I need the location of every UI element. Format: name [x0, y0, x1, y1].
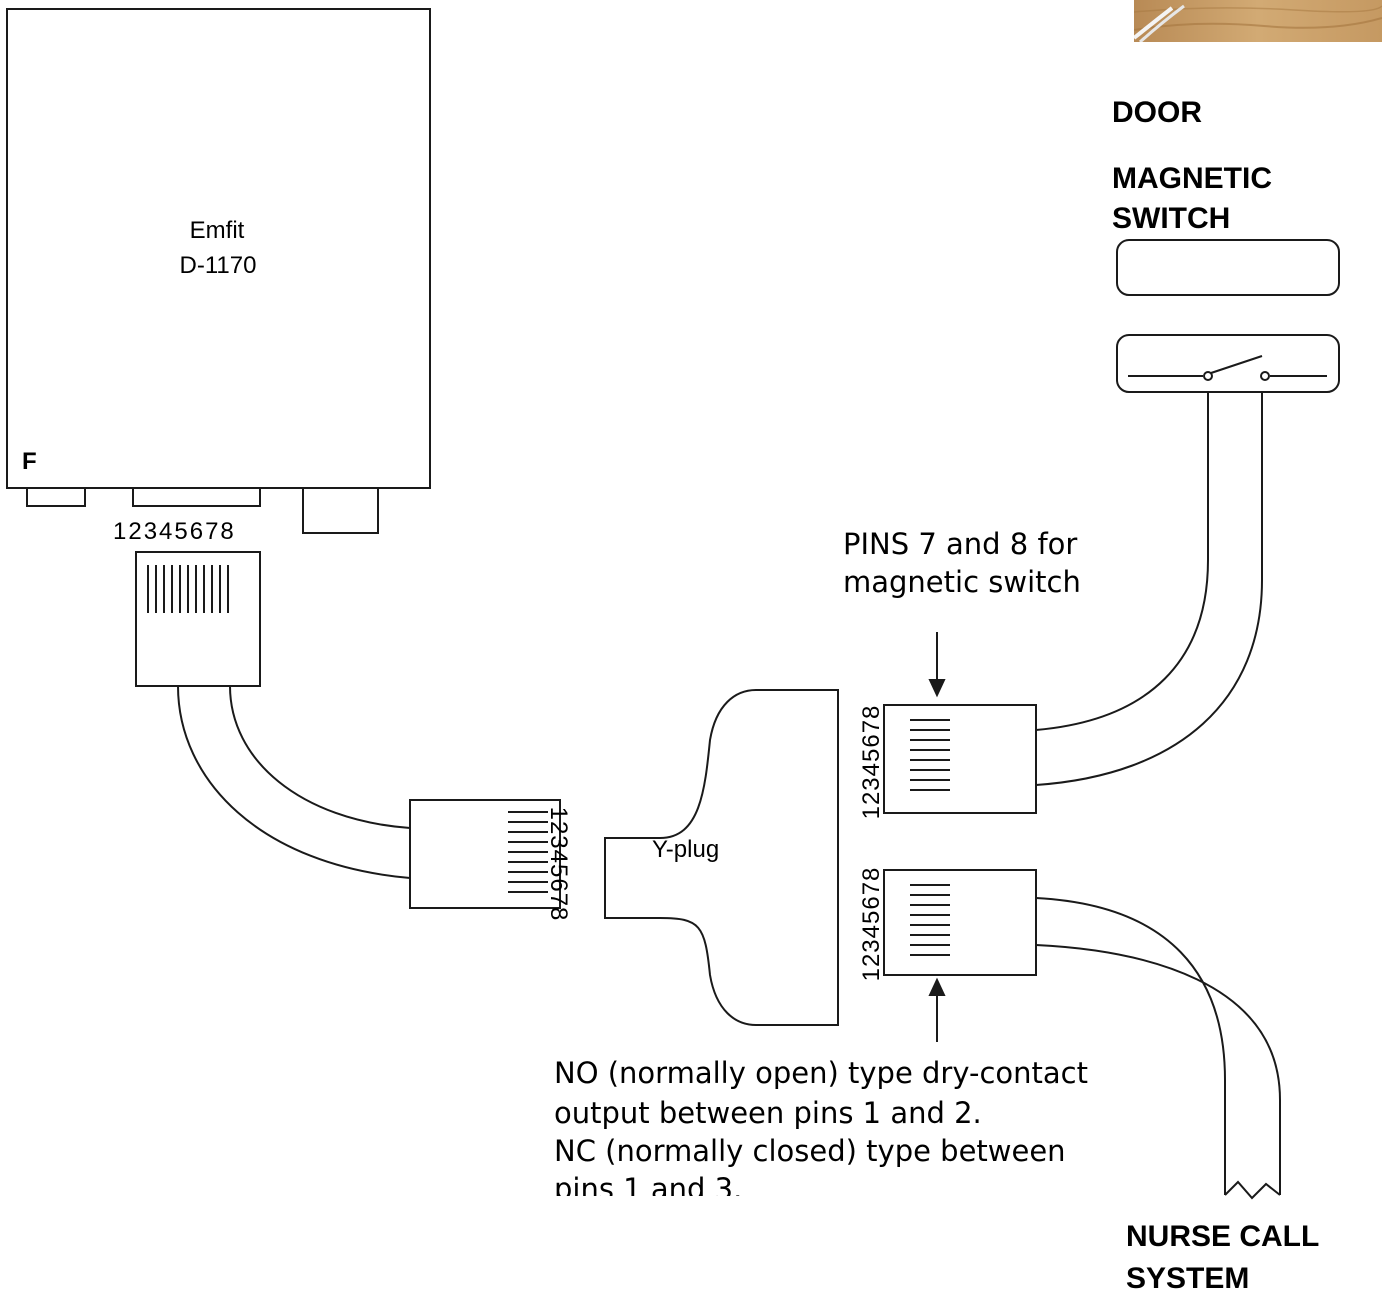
device-port-right [302, 488, 379, 534]
door-label: DOOR [1112, 96, 1202, 129]
contact-note-line1: NO (normally open) type dry-contact [554, 1056, 1088, 1090]
device-port-left [26, 488, 86, 507]
system-label: SYSTEM [1126, 1262, 1250, 1295]
contact-note-line3: NC (normally closed) type between [554, 1134, 1066, 1168]
contact-note-line4: pins 1 and 3. [554, 1172, 743, 1196]
magnetic-note-line2: magnetic switch [843, 565, 1081, 599]
rj45-plug-device [135, 551, 261, 687]
arrow-up-icon [928, 977, 946, 1042]
emfit-device-outline [6, 8, 431, 489]
yplug-body [604, 689, 839, 1026]
cable-upper-to-switch [1035, 392, 1263, 786]
yplug-upper-pin-numbers: 12345678 [858, 704, 885, 820]
yplug-label: Y-plug [652, 836, 720, 863]
yplug-lower-pin-numbers: 12345678 [858, 866, 885, 982]
yplug-input-pin-numbers: 12345678 [545, 806, 572, 922]
magnetic-label: MAGNETIC [1112, 162, 1272, 195]
switch-label: SWITCH [1112, 202, 1231, 235]
cable-device-to-yplug [177, 685, 411, 879]
device-port-rj45 [132, 488, 261, 507]
nurse-call-label: NURSE CALL [1126, 1220, 1320, 1253]
contact-note-line2: output between pins 1 and 2. [554, 1096, 982, 1130]
device-name: Emfit [189, 217, 245, 244]
cable-photo-fragment [1134, 0, 1382, 42]
rj45-plug-upper [883, 704, 1037, 814]
device-edge-letter: F [22, 448, 37, 475]
device-model: D-1170 [179, 252, 257, 279]
rj45-plug-yplug-input [409, 799, 561, 909]
switch-reed-contact [1116, 334, 1340, 393]
switch-magnet [1116, 239, 1340, 296]
arrow-down-icon [928, 632, 946, 698]
device-port-pin-numbers: 12345678 [113, 518, 236, 545]
cable-lower-to-nurse-call [1035, 897, 1281, 1200]
magnetic-note-line1: PINS 7 and 8 for [843, 527, 1078, 561]
rj45-plug-lower [883, 869, 1037, 976]
